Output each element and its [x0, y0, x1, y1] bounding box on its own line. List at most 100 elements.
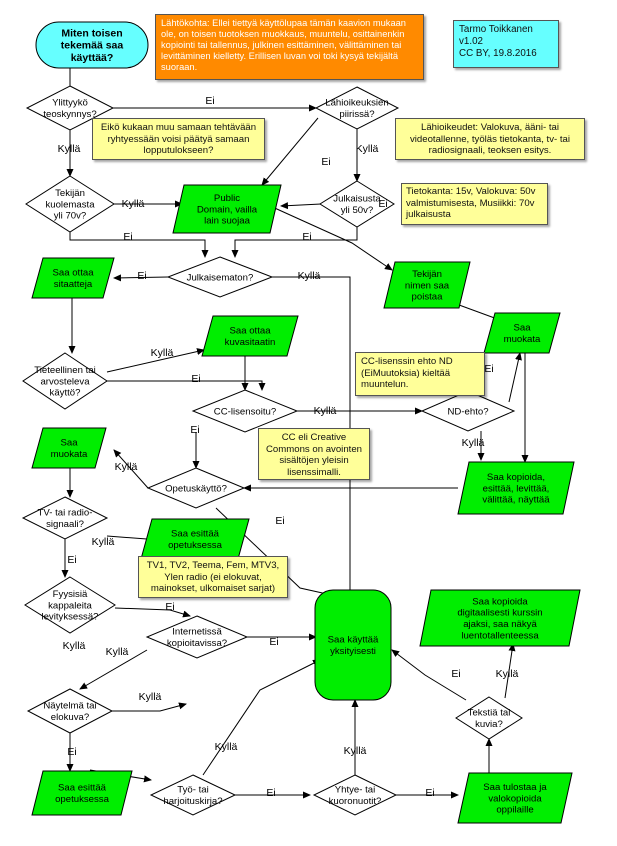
author-name: Tarmo Toikkanen — [459, 24, 533, 35]
edge-label-no: Ei — [205, 95, 214, 107]
edge-label-no: Ei — [191, 373, 200, 385]
decision-workbook-line: Työ- tai — [177, 785, 208, 796]
outcome-public-domain-line: lain suojaa — [204, 216, 251, 227]
connector-arrow — [280, 202, 322, 210]
decision-tv-radio-line: signaali? — [46, 519, 84, 530]
decision-unpublished: Julkaisematon? — [166, 256, 274, 298]
edge-label-no: Ei — [266, 787, 275, 799]
decision-published-50-line: yli 50v? — [341, 205, 374, 216]
cc-note-text: CC eli Creative Commons on avointen sisä… — [266, 432, 362, 478]
decision-tv-radio-line: TV- tai radio- — [38, 508, 93, 519]
outcome-name-removed-line: poistaa — [412, 292, 444, 303]
outcome-copy-distribute-line: esittää, levittää, — [483, 483, 550, 494]
edge-label-no: Ei — [321, 156, 330, 168]
decision-originality-line: Ylittyykö — [52, 98, 88, 109]
connector-arrow — [69, 232, 209, 258]
decision-play-film-line: Näytelmä tai — [43, 701, 96, 712]
edge-label-yes: Kyllä — [106, 646, 129, 658]
originality-note-text: Eikö kukaan muu samaan tehtävään ryhtyes… — [100, 122, 257, 156]
decision-tv-radio: TV- tai radio-signaali? — [21, 496, 109, 540]
outcome-private-use-line: Saa käyttää — [328, 635, 379, 646]
edge-label-no: Ei — [302, 231, 311, 243]
decision-internet-line: kopioitavissa? — [167, 638, 227, 649]
decision-author-died-line: kuolemasta — [45, 199, 95, 210]
edge-label-no: Ei — [67, 746, 76, 758]
edge-label-no: Ei — [165, 601, 174, 613]
decision-published-50-line: Julkaisusta — [333, 194, 381, 205]
edge-label-no: Ei — [190, 424, 199, 436]
related-rights-note-text: Lähioikeudet: Valokuva, ääni- tai videot… — [410, 122, 570, 156]
related-rights-note: Lähioikeudet: Valokuva, ääni- tai videot… — [395, 118, 585, 160]
cc-note: CC eli Creative Commons on avointen sisä… — [258, 428, 370, 480]
decision-unpublished-line: Julkaisematon? — [187, 272, 254, 283]
connector-lines — [59, 45, 529, 799]
outcome-private-use-line: yksityisesti — [330, 646, 376, 657]
connector-arrow — [113, 274, 169, 282]
edge-label-no: Ei — [425, 787, 434, 799]
edge-label-no: Ei — [123, 231, 132, 243]
edge-label-yes: Kyllä — [314, 405, 337, 417]
outcome-print-copy-line: valokopioida — [488, 793, 542, 804]
edge-label-no: Ei — [378, 198, 387, 210]
decision-scientific-line: arvosteleva — [40, 376, 90, 387]
tv-channels-note: TV1, TV2, Teema, Fem, MTV3, Ylen radio (… — [138, 556, 288, 598]
outcome-copy-distribute: Saa kopioida,esittää, levittää,välittää,… — [457, 461, 575, 515]
decision-physical-line: kappaleita — [48, 600, 92, 611]
decision-author-died-line: yli 70v? — [54, 211, 87, 222]
outcome-image-quote-line: kuvasitaatin — [225, 337, 276, 348]
start-question-line: Miten toisen — [61, 27, 122, 39]
outcome-digital-copy-line: digitaalisesti kurssin — [457, 608, 542, 619]
decision-choir-line: kuoronuotit? — [329, 796, 382, 807]
edge-label-no: Ei — [269, 636, 278, 648]
outcome-perform-teaching-mid-line: Saa esittää — [171, 529, 220, 540]
outcome-image-quote-line: Saa ottaa — [229, 326, 271, 337]
outcome-edit-left-line: Saa — [60, 438, 78, 449]
decision-play-film-line: elokuva? — [51, 712, 89, 723]
outcome-edit-right-line: muokata — [504, 334, 541, 345]
edge-label-no: Ei — [451, 668, 460, 680]
decision-nd-term: ND-ehto? — [420, 390, 516, 432]
connector-arrow — [114, 607, 191, 618]
decision-scientific-line: Tieteellinen tai — [34, 365, 96, 376]
connector-arrow — [391, 649, 467, 701]
outcome-public-domain-line: Domain, vailla — [197, 204, 258, 215]
connector-arrow — [107, 380, 266, 391]
outcome-public-domain-line: Public — [214, 193, 240, 204]
decision-teaching-line: Opetuskäyttö? — [165, 483, 227, 494]
start-point-note: Lähtökohta: Ellei tiettyä käyttölupaa tä… — [155, 14, 424, 80]
connector-arrow — [272, 276, 354, 599]
tv-channels-note-text: TV1, TV2, Teema, Fem, MTV3, Ylen radio (… — [146, 560, 280, 594]
author-info-box: Tarmo Toikkanen v1.02 CC BY, 19.8.2016 — [453, 20, 559, 68]
connector-arrow — [261, 117, 319, 186]
outcome-edit-left-line: muokata — [51, 449, 88, 460]
outcome-digital-copy-line: ajaksi, saa näkyä — [463, 619, 537, 630]
decision-related-line: piirissä? — [339, 109, 374, 120]
decision-scientific-line: käyttö? — [50, 388, 81, 399]
start-question-line: käyttää? — [71, 52, 114, 64]
connector-arrow — [504, 643, 516, 699]
outcome-print-copy-line: oppilaille — [496, 805, 533, 816]
connector-arrow — [79, 649, 148, 690]
decision-text-images-line: Tekstiä tai — [468, 708, 511, 719]
edge-label-no: Ei — [484, 363, 493, 375]
outcome-edit-right-line: Saa — [513, 323, 531, 334]
edge-label-no: Ei — [275, 515, 284, 527]
decision-physical-line: levityksessä? — [41, 612, 98, 623]
edge-label-yes: Kyllä — [63, 640, 86, 652]
edge-label-no: Ei — [137, 270, 146, 282]
edge-label-yes: Kyllä — [139, 691, 162, 703]
outcome-perform-teaching-bottom-line: Saa esittää — [58, 783, 107, 794]
decision-originality-line: teoskynnys? — [43, 109, 96, 120]
